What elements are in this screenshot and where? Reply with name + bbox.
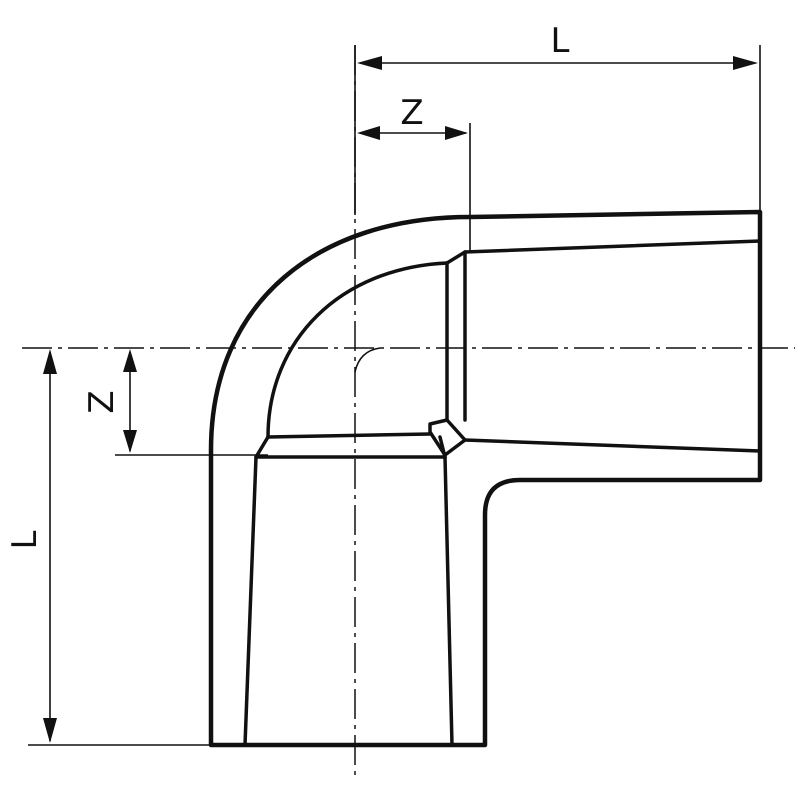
label-top-l: L: [551, 21, 570, 61]
arrowhead-top-l-right: [733, 56, 758, 70]
horizontal-socket-top-wall: [463, 239, 762, 254]
horizontal-socket-ring: [445, 250, 467, 422]
vertical-socket-ring: [266, 432, 432, 439]
elbow-inner-bore: [266, 261, 449, 439]
label-left-l: L: [5, 530, 45, 549]
label-top-z: Z: [400, 93, 423, 133]
elbow-outer-wall: [208, 209, 763, 748]
vertical-socket-ring-right: [438, 435, 447, 459]
horizontal-socket-bottom-wall: [463, 438, 762, 453]
vertical-socket-right-wall: [443, 455, 454, 747]
arrowhead-left-z-top: [123, 349, 137, 372]
arrowhead-top-l-left: [357, 56, 382, 70]
arrowhead-top-z-right: [445, 126, 468, 140]
label-left-z: Z: [82, 390, 122, 413]
vertical-socket-ring-left: [254, 435, 270, 459]
arrowhead-top-z-left: [357, 126, 380, 140]
bend-inner-trace: [354, 347, 381, 373]
vertical-socket-left-wall: [243, 455, 258, 747]
socket-junction-notch: [428, 418, 467, 457]
arrowhead-left-l-bottom: [43, 718, 57, 743]
arrowhead-left-l-top: [43, 349, 57, 374]
arrowhead-left-z-bottom: [123, 430, 137, 453]
